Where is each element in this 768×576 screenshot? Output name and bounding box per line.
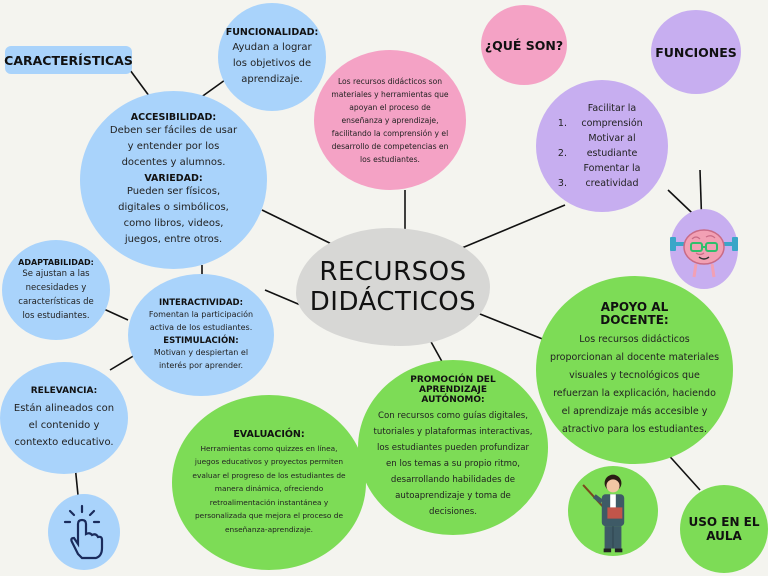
estimulacion-text: Motivan y despiertan el interés por apre… [153, 348, 249, 370]
interactividad-bubble: INTERACTIVIDAD: Fomentan la participació… [128, 274, 274, 396]
adaptabilidad-text: Se ajustan a las necesidades y caracterí… [18, 268, 94, 321]
center-node: RECURSOS DIDÁCTICOS [296, 228, 490, 346]
evaluacion-text: Herramientas como quizzes en línea, jueg… [192, 443, 346, 534]
funciones-label: FUNCIONES [655, 44, 737, 60]
definition-bubble: Los recursos didácticos son materiales y… [314, 50, 466, 190]
evaluacion-bubble: EVALUACIÓN: Herramientas como quizzes en… [172, 395, 366, 570]
funciones-list: Facilitar la comprensión Motivar al estu… [556, 101, 648, 191]
caracteristicas-pill: CARACTERÍSTICAS [4, 46, 133, 74]
funcion-item: Fomentar la creatividad [570, 161, 648, 191]
evaluacion-heading: EVALUACIÓN: [233, 428, 305, 440]
adaptabilidad-heading: ADAPTABILIDAD: [18, 257, 94, 267]
caracteristicas-label: CARACTERÍSTICAS [4, 52, 133, 68]
funcionalidad-bubble: FUNCIONALIDAD: Ayudan a lograr los objet… [218, 3, 326, 111]
funcion-item: Facilitar la comprensión [570, 101, 648, 131]
adaptabilidad-bubble: ADAPTABILIDAD: Se ajustan a las necesida… [2, 240, 110, 340]
brain-icon [670, 209, 738, 289]
funciones-list-bubble: Facilitar la comprensión Motivar al estu… [536, 80, 668, 212]
hand-touch-icon [48, 494, 120, 570]
uso-aula-bubble: USO EN EL AULA [680, 485, 768, 573]
interactividad-heading: INTERACTIVIDAD: [158, 298, 244, 308]
relevancia-bubble: RELEVANCIA: Están alineados con el conte… [0, 362, 128, 474]
center-title-line1: RECURSOS [319, 257, 467, 287]
apoyo-heading: APOYO AL DOCENTE: [600, 300, 669, 327]
accesibilidad-variedad-bubble: ACCESIBILIDAD: Deben ser fáciles de usar… [80, 91, 267, 269]
teacher-icon [568, 466, 658, 556]
funciones-bubble: FUNCIONES [651, 10, 741, 94]
funcion-item: Motivar al estudiante [570, 131, 648, 161]
accesibilidad-text: Deben ser fáciles de usar y entender por… [109, 125, 238, 168]
que-son-label: ¿QUÉ SON? [484, 37, 564, 53]
relevancia-heading: RELEVANCIA: [30, 385, 98, 396]
funcionalidad-heading: FUNCIONALIDAD: [225, 26, 319, 38]
estimulacion-heading: ESTIMULACIÓN: [163, 336, 239, 346]
interactividad-text: Fomentan la participación activa de los … [148, 310, 254, 332]
relevancia-text: Están alineados con el contenido y conte… [13, 402, 115, 448]
variedad-text: Pueden ser físicos, digitales o simbólic… [118, 186, 229, 245]
definition-text: Los recursos didácticos son materiales y… [331, 76, 449, 164]
apoyo-docente-bubble: APOYO AL DOCENTE: Los recursos didáctico… [536, 276, 733, 464]
variedad-heading: VARIEDAD: [144, 173, 203, 184]
accesibilidad-heading: ACCESIBILIDAD: [130, 112, 217, 123]
promocion-heading: PROMOCIÓN DEL APRENDIZAJE AUTÓNOMO: [410, 375, 496, 405]
que-son-bubble: ¿QUÉ SON? [481, 5, 567, 85]
uso-aula-label: USO EN EL AULA [688, 515, 760, 543]
promocion-bubble: PROMOCIÓN DEL APRENDIZAJE AUTÓNOMO: Con … [358, 360, 548, 535]
promocion-text: Con recursos como guías digitales, tutor… [373, 411, 533, 517]
apoyo-text: Los recursos didácticos proporcionan al … [549, 334, 720, 435]
funcionalidad-text: Ayudan a lograr los objetivos de aprendi… [232, 41, 312, 85]
center-title-line2: DIDÁCTICOS [309, 287, 477, 317]
